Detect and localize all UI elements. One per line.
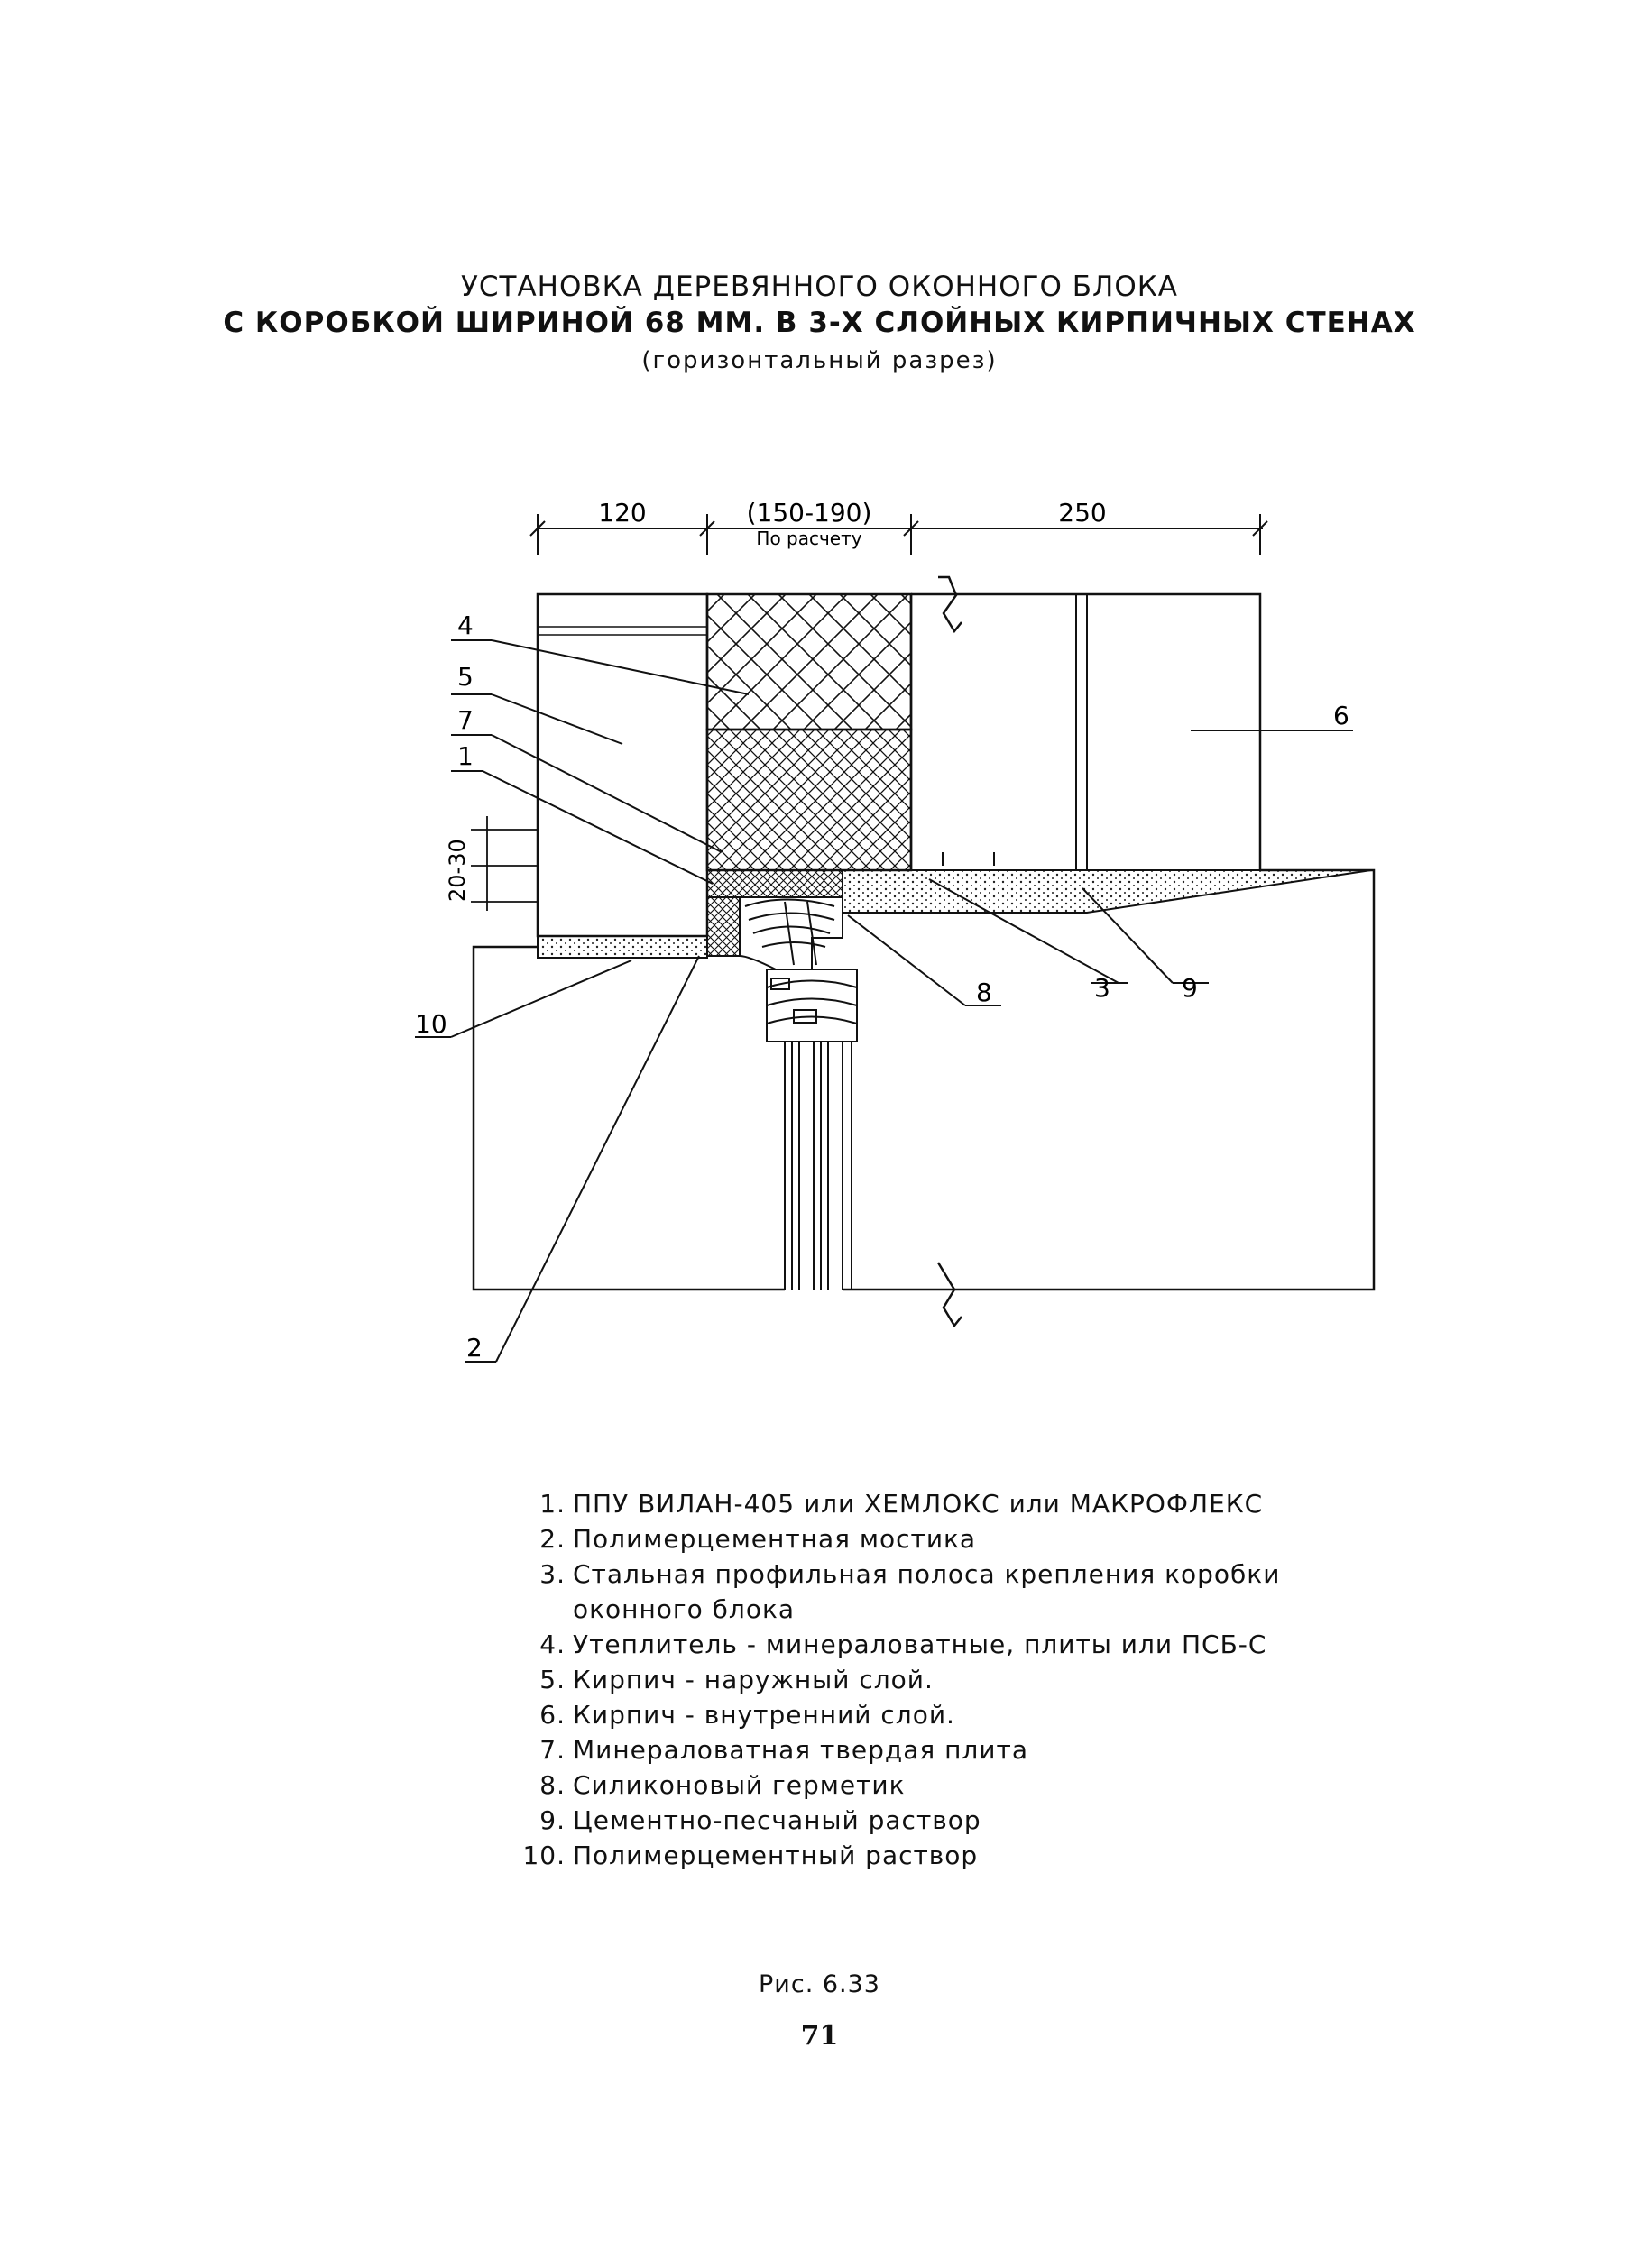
dimension-250: 250 [1058,498,1106,528]
window-frame-profile [739,896,858,1042]
legend-item-1: 1.ППУ ВИЛАН-405 или ХЕМЛОКС или МАКРОФЛЕ… [539,1489,1264,1519]
callout-8: 8 [976,978,992,1007]
legend-item-10: 10.Полимерцементный раствор [522,1841,979,1870]
inner-brick-layer [909,592,1262,870]
side-dimension-label: 20-30 [445,839,470,902]
ppu-foam-strip [706,869,843,898]
legend-item-2: 2.Полимерцементная мостика [539,1524,977,1554]
callout-1: 1 [457,741,474,771]
callout-7: 7 [457,705,474,735]
legend-item-6: 6.Кирпич - внутренний слой. [539,1700,955,1730]
legend-item-5: 5.Кирпич - наружный слой. [539,1665,934,1694]
dimension-120: 120 [598,498,646,528]
legend-item-9: 9.Цементно-песчаный раствор [539,1805,981,1835]
legend-item-3-continued: оконного блока [573,1594,796,1624]
callout-5: 5 [457,662,474,692]
dimension-line [529,514,1268,555]
legend: 1.ППУ ВИЛАН-405 или ХЕМЛОКС или МАКРОФЛЕ… [519,1486,1280,1873]
title-line-1: УСТАНОВКА ДЕРЕВЯННОГО ОКОННОГО БЛОКА [461,271,1178,303]
outer-brick-layer [536,592,709,938]
title-line-2: С КОРОБКОЙ ШИРИНОЙ 68 ММ. В 3-Х СЛОЙНЫХ … [223,307,1416,339]
legend-item-4: 4.Утеплитель - минераловатные, плиты или… [539,1630,1267,1659]
figure-caption: Рис. 6.33 [759,1970,880,1998]
ppu-foam-side [706,896,741,957]
interior-outline [472,868,1376,1291]
callout-4: 4 [457,611,474,640]
mineral-wool-slab [705,728,913,872]
dimension-150-190: (150-190) [747,498,872,528]
callout-10: 10 [415,1009,447,1039]
side-dimension [471,816,538,911]
insulation-upper [705,592,913,731]
leader-lines [415,639,1353,1363]
page-number: 71 [800,2020,839,2052]
polymer-cement-mortar [537,935,708,959]
callout-2: 2 [466,1333,483,1363]
legend-item-3: 3.Стальная профильная полоса крепления к… [539,1559,1281,1589]
cement-sand-mortar [842,869,1372,914]
title-line-3: (горизонтальный разрез) [641,347,998,374]
legend-item-7: 7.Минераловатная твердая плита [539,1735,1028,1765]
callout-3: 3 [1094,973,1110,1003]
callout-9: 9 [1182,973,1198,1003]
break-symbol-bottom [936,1262,962,1328]
window-sash-glazing [784,1042,852,1290]
legend-item-8: 8.Силиконовый герметик [539,1770,906,1800]
callout-6: 6 [1333,701,1349,730]
break-symbol-top [938,575,962,634]
dimension-note: По расчету [756,528,861,549]
